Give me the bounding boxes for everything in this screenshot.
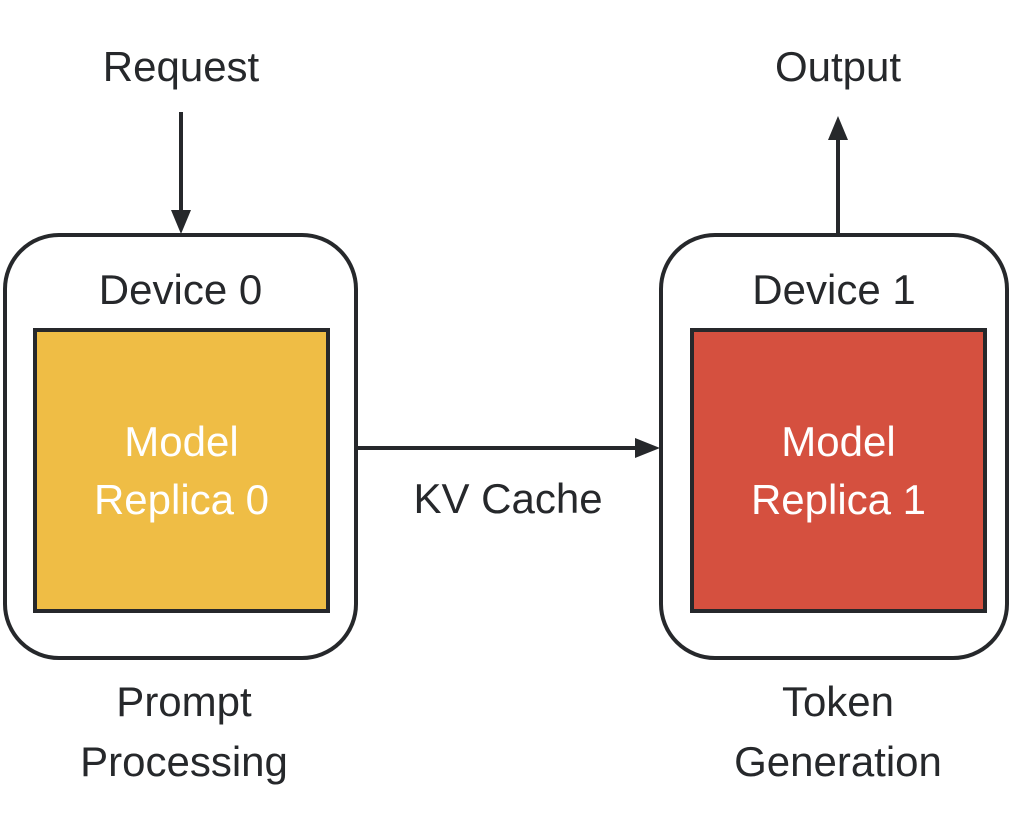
request-label: Request [102,43,260,90]
model-replica-0-box: Model Replica 0 [33,328,330,613]
output-label: Output [774,43,902,90]
arrow-right-icon [358,438,660,458]
device-1-caption: Token Generation [734,678,942,785]
model-replica-0-label: Model Replica 0 [93,417,270,523]
device-0-caption: Prompt Processing [80,678,288,785]
kv-cache-label: KV Cache [413,475,603,522]
device-1-title: Device 1 [752,266,916,313]
device-1-card: Device 1 Model Replica 1 [659,233,1009,660]
arrow-down-icon [171,112,191,234]
device-0-card: Device 0 Model Replica 0 [3,233,358,660]
model-replica-1-label: Model Replica 1 [750,417,927,523]
device-0-title: Device 0 [98,266,263,313]
model-replica-1-box: Model Replica 1 [690,328,987,613]
arrow-up-icon [828,116,848,234]
